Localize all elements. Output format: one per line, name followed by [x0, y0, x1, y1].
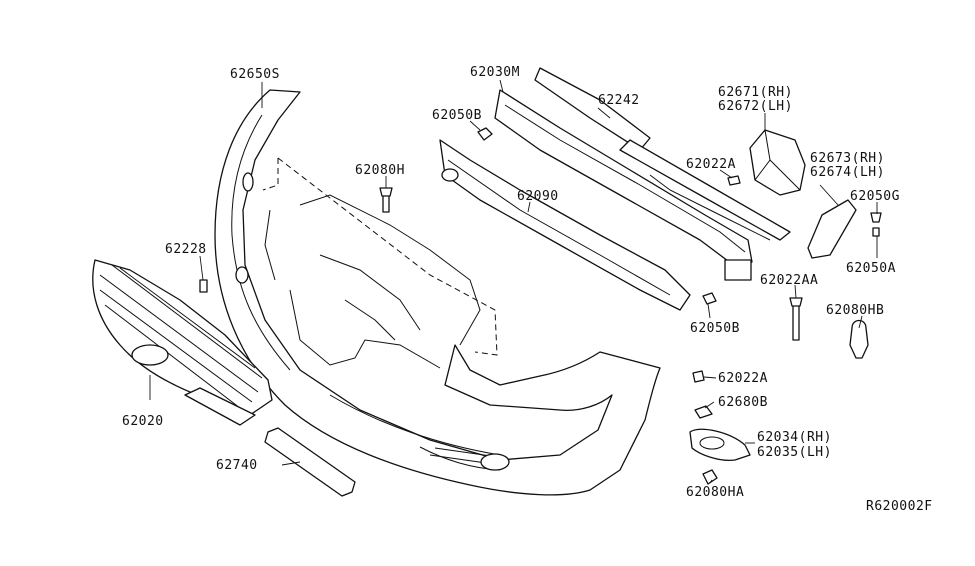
- bumper-reinforcement: [494, 89, 753, 281]
- part-labels: 62650S 62030M 62242 62671(RH) 62672(LH) …: [122, 65, 933, 514]
- label-62674: 62674(LH): [810, 165, 885, 180]
- front-grille: [92, 259, 273, 426]
- leader-lines: [149, 79, 878, 484]
- label-62740: 62740: [216, 458, 258, 473]
- label-62022AA: 62022AA: [760, 273, 818, 288]
- bracket-side: [807, 199, 857, 259]
- label-62650S: 62650S: [230, 67, 280, 82]
- label-62228: 62228: [165, 242, 207, 257]
- label-62050B-top: 62050B: [432, 108, 482, 123]
- label-62035: 62035(LH): [757, 445, 832, 460]
- label-62080H: 62080H: [355, 163, 405, 178]
- fog-lamp-bracket: [689, 405, 751, 461]
- label-62673: 62673(RH): [810, 151, 885, 166]
- fasteners: [199, 127, 882, 485]
- label-62080HA: 62080HA: [686, 485, 744, 500]
- label-62034: 62034(RH): [757, 430, 832, 445]
- label-62672: 62672(LH): [718, 99, 793, 114]
- label-62050G: 62050G: [850, 189, 900, 204]
- mounting-outline: [262, 157, 498, 356]
- label-62680B: 62680B: [718, 395, 768, 410]
- label-62050A: 62050A: [846, 261, 896, 276]
- energy-absorber: [439, 139, 691, 311]
- diagram-id: R620002F: [866, 499, 933, 514]
- bracket-rh-lh: [749, 129, 806, 196]
- label-62050B-bottom: 62050B: [690, 321, 740, 336]
- member-stay: [534, 67, 791, 241]
- label-62090: 62090: [517, 189, 559, 204]
- label-62022A-top: 62022A: [686, 157, 736, 172]
- bumper-fascia: [214, 89, 661, 496]
- label-62671: 62671(RH): [718, 85, 793, 100]
- license-plate-bracket: [264, 427, 356, 497]
- label-62020: 62020: [122, 414, 164, 429]
- label-62080HB: 62080HB: [826, 303, 884, 318]
- label-62242: 62242: [598, 93, 640, 108]
- label-62022A-bottom: 62022A: [718, 371, 768, 386]
- label-62030M: 62030M: [470, 65, 520, 80]
